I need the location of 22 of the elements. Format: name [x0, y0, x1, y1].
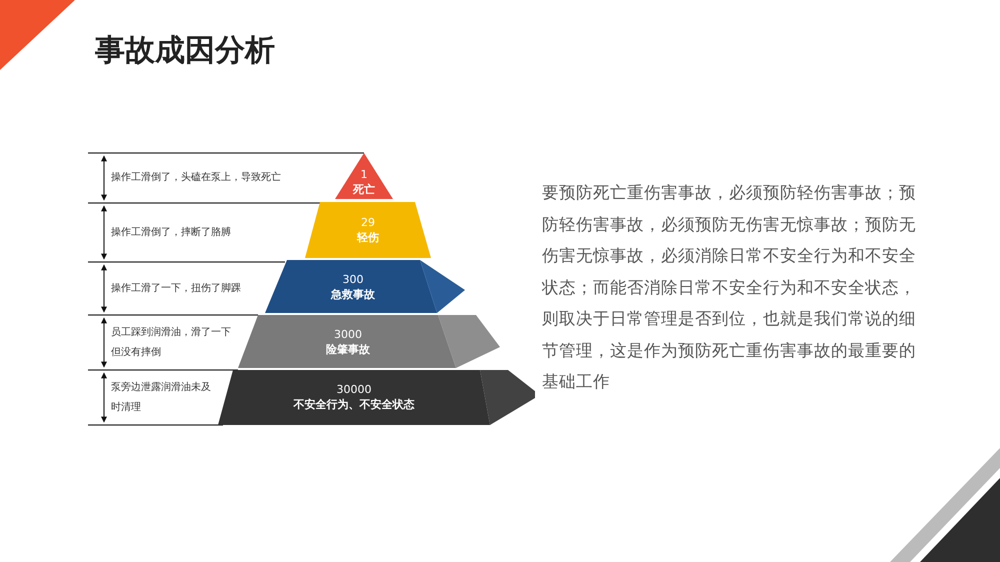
- count-label: 3000: [334, 327, 362, 342]
- level-label: 不安全行为、不安全状态: [294, 397, 414, 412]
- pyramid-level: [265, 260, 465, 313]
- description-text: 员工踩到润滑油，滑了一下但没有摔倒: [111, 326, 232, 360]
- pyramid-level: [238, 315, 500, 368]
- pyramid-level: [305, 202, 431, 258]
- level-label: 轻伤: [357, 230, 379, 245]
- title: 事故成因分析: [95, 32, 275, 70]
- count-label: 30000: [336, 382, 372, 397]
- description-text: 操作工滑了一下，扭伤了脚踝: [111, 282, 242, 296]
- level-label: 死亡: [353, 182, 375, 197]
- level-label: 险肇事故: [326, 342, 370, 357]
- description-text: 操作工滑倒了，头磕在泵上，导致死亡: [111, 170, 282, 185]
- description-text: 操作工滑倒了，摔断了胳膊: [111, 226, 232, 240]
- count-label: 1: [360, 167, 368, 182]
- level-label: 急救事故: [331, 287, 375, 302]
- description-text: 泵旁边泄露润滑油未及时清理: [111, 380, 212, 414]
- paragraph: 要预防死亡重伤害事故，必须预防轻伤害事故；预防轻伤害事故，必须预防无伤害无惊事故；预防无伤害无惊事故，必须消除日常不安全行为和不安全状态；而能否消除日常不安全行为和不安全状态，则取决于日常管理是否到位，也就是我们常说的细节管理，这是作为预防死亡重伤害事故的最重要的基础工作: [542, 182, 917, 393]
- pyramid-level: [335, 153, 393, 200]
- pyramid-level: [218, 370, 535, 425]
- count-label: 29: [361, 215, 375, 230]
- count-label: 300: [342, 272, 364, 287]
